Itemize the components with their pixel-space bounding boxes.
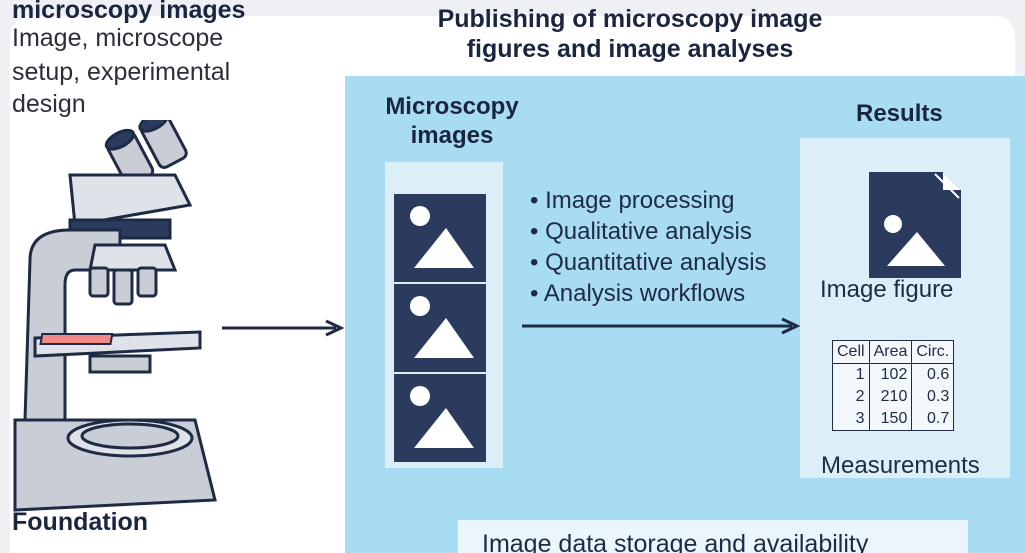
image-icon [394, 284, 486, 372]
table-row: 1 102 0.6 [833, 363, 954, 386]
table-cell: 1 [855, 366, 865, 383]
storage-label: Image data storage and availability [482, 530, 869, 553]
column-header: Circ. [911, 340, 954, 364]
image-figure-label: Image figure [820, 276, 954, 303]
analysis-steps-list: • Image processing • Qualitative analysi… [530, 185, 767, 309]
list-item: • Analysis workflows [530, 280, 746, 307]
analysis-step-label: Image processing [545, 187, 735, 214]
table-cell: 3 [855, 410, 865, 427]
analysis-step-label: Quantitative analysis [545, 249, 767, 276]
analysis-step-label: Qualitative analysis [545, 218, 752, 245]
measurements-label: Measurements [821, 452, 980, 479]
results-title: Results [856, 100, 943, 127]
arrow-right-icon [222, 319, 345, 337]
list-item: • Image processing [530, 187, 735, 214]
microscope-icon [13, 120, 217, 512]
left-description-line: design [12, 90, 86, 118]
table-row: 2 210 0.3 [833, 386, 954, 408]
analysis-step-label: Analysis workflows [543, 280, 746, 307]
table-cell: 2 [855, 388, 865, 405]
left-heading: microscopy images [12, 0, 246, 24]
table-cell: 102 [868, 363, 912, 386]
column-header: Cell [832, 340, 870, 364]
table-cell: 0.3 [911, 386, 954, 408]
table-cell: 0.6 [911, 363, 954, 386]
table-header-row: Cell Area Circ. [832, 340, 954, 364]
storage-box [458, 520, 968, 553]
image-icon [394, 374, 486, 462]
arrow-right-icon [522, 317, 801, 335]
microscopy-images-title: Microscopy images [385, 93, 519, 149]
table-cell: 0.7 [911, 408, 954, 431]
measurements-table: Cell Area Circ. 1 102 0.6 2 210 0.3 3 15… [832, 340, 955, 431]
list-item: • Quantitative analysis [530, 249, 767, 276]
table-cell: 150 [868, 408, 912, 431]
left-description-line: setup, experimental [12, 58, 231, 86]
image-icon [394, 194, 486, 282]
document-image-icon [869, 172, 961, 278]
column-header: Area [868, 340, 912, 364]
table-row: 3 150 0.7 [833, 408, 954, 431]
list-item: • Qualitative analysis [530, 218, 752, 245]
publishing-title: Publishing of microscopy image figures a… [437, 5, 823, 63]
table-cell: 210 [868, 386, 912, 408]
foundation-heading: Foundation [12, 508, 149, 536]
left-description-line: Image, microscope [12, 24, 224, 52]
